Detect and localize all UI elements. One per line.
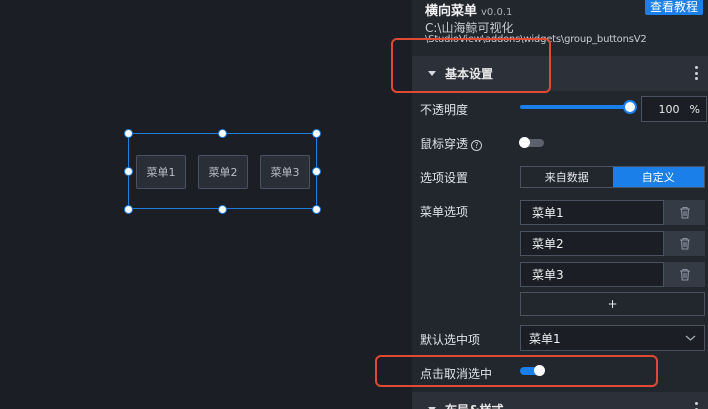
delete-item-3-button[interactable] [664, 262, 705, 287]
canvas-menu-button-1[interactable]: 菜单1 [136, 155, 186, 189]
opacity-slider-track[interactable] [520, 105, 631, 109]
delete-item-1-button[interactable] [664, 200, 705, 225]
widget-path-line-1: C:\山海鲸可视化 [425, 21, 514, 35]
default-selected-select[interactable]: 菜单1 [520, 325, 705, 351]
design-canvas[interactable]: 菜单1 菜单2 菜单3 [0, 0, 412, 409]
section-title-basic: 基本设置 [445, 67, 494, 81]
section-header-basic[interactable]: 基本设置 [412, 56, 708, 91]
more-vertical-icon[interactable] [695, 402, 698, 409]
opacity-label: 不透明度 [420, 103, 469, 117]
widget-version: v0.0.1 [481, 7, 513, 18]
menu-item-input-1[interactable]: 菜单1 [520, 200, 664, 225]
trash-icon [679, 206, 690, 219]
question-circle-icon[interactable]: ? [471, 140, 483, 151]
resize-handle-bottom-left[interactable] [124, 205, 133, 214]
options-setting-label: 选项设置 [420, 171, 469, 185]
canvas-menu-button-2[interactable]: 菜单2 [198, 155, 248, 189]
more-vertical-icon[interactable] [695, 66, 698, 80]
resize-handle-bottom-right[interactable] [312, 205, 321, 214]
delete-item-2-button[interactable] [664, 231, 705, 256]
option-tab-from-data[interactable]: 来自数据 [544, 171, 589, 184]
options-source-segmented: 来自数据 自定义 [520, 166, 705, 188]
opacity-value: 100 [658, 102, 680, 116]
resize-handle-top-right[interactable] [312, 129, 321, 138]
chevron-down-icon [685, 335, 696, 341]
menu-options-label: 菜单选项 [420, 205, 469, 219]
widget-path-line-2: \StudioView\addons\widgets\group_buttons… [425, 34, 647, 45]
mouse-through-label-text: 鼠标穿透 [420, 137, 469, 151]
caret-down-icon [428, 407, 436, 409]
caret-down-icon [428, 71, 436, 76]
canvas-menu-button-3[interactable]: 菜单3 [260, 155, 310, 189]
resize-handle-top-left[interactable] [124, 129, 133, 138]
default-selected-value: 菜单1 [529, 331, 561, 346]
trash-icon [679, 237, 690, 250]
section-title-layout: 布局&样式 [445, 401, 503, 409]
add-menu-item-button[interactable]: + [520, 292, 705, 316]
click-cancel-label: 点击取消选中 [420, 367, 493, 381]
click-cancel-toggle[interactable] [520, 365, 545, 376]
opacity-input[interactable]: 100 % [641, 96, 707, 122]
section-header-layout[interactable]: 布局&样式 [412, 392, 708, 409]
mouse-through-label: 鼠标穿透? [420, 135, 483, 152]
mouse-through-toggle[interactable] [519, 137, 544, 148]
menu-item-input-3[interactable]: 菜单3 [520, 262, 664, 287]
resize-handle-right[interactable] [312, 167, 321, 176]
view-tutorial-button[interactable]: 查看教程 [645, 0, 703, 15]
resize-handle-bottom[interactable] [218, 205, 227, 214]
option-tab-custom[interactable]: 自定义 [612, 167, 704, 187]
opacity-slider-handle[interactable] [623, 100, 637, 114]
opacity-unit: % [689, 102, 700, 116]
trash-icon [679, 268, 690, 281]
resize-handle-top[interactable] [218, 129, 227, 138]
menu-item-input-2[interactable]: 菜单2 [520, 231, 664, 256]
widget-title-text: 横向菜单 [425, 4, 478, 19]
default-selected-label: 默认选中项 [420, 333, 481, 347]
selected-widget-frame[interactable]: 菜单1 菜单2 菜单3 [128, 133, 317, 209]
resize-handle-left[interactable] [124, 167, 133, 176]
